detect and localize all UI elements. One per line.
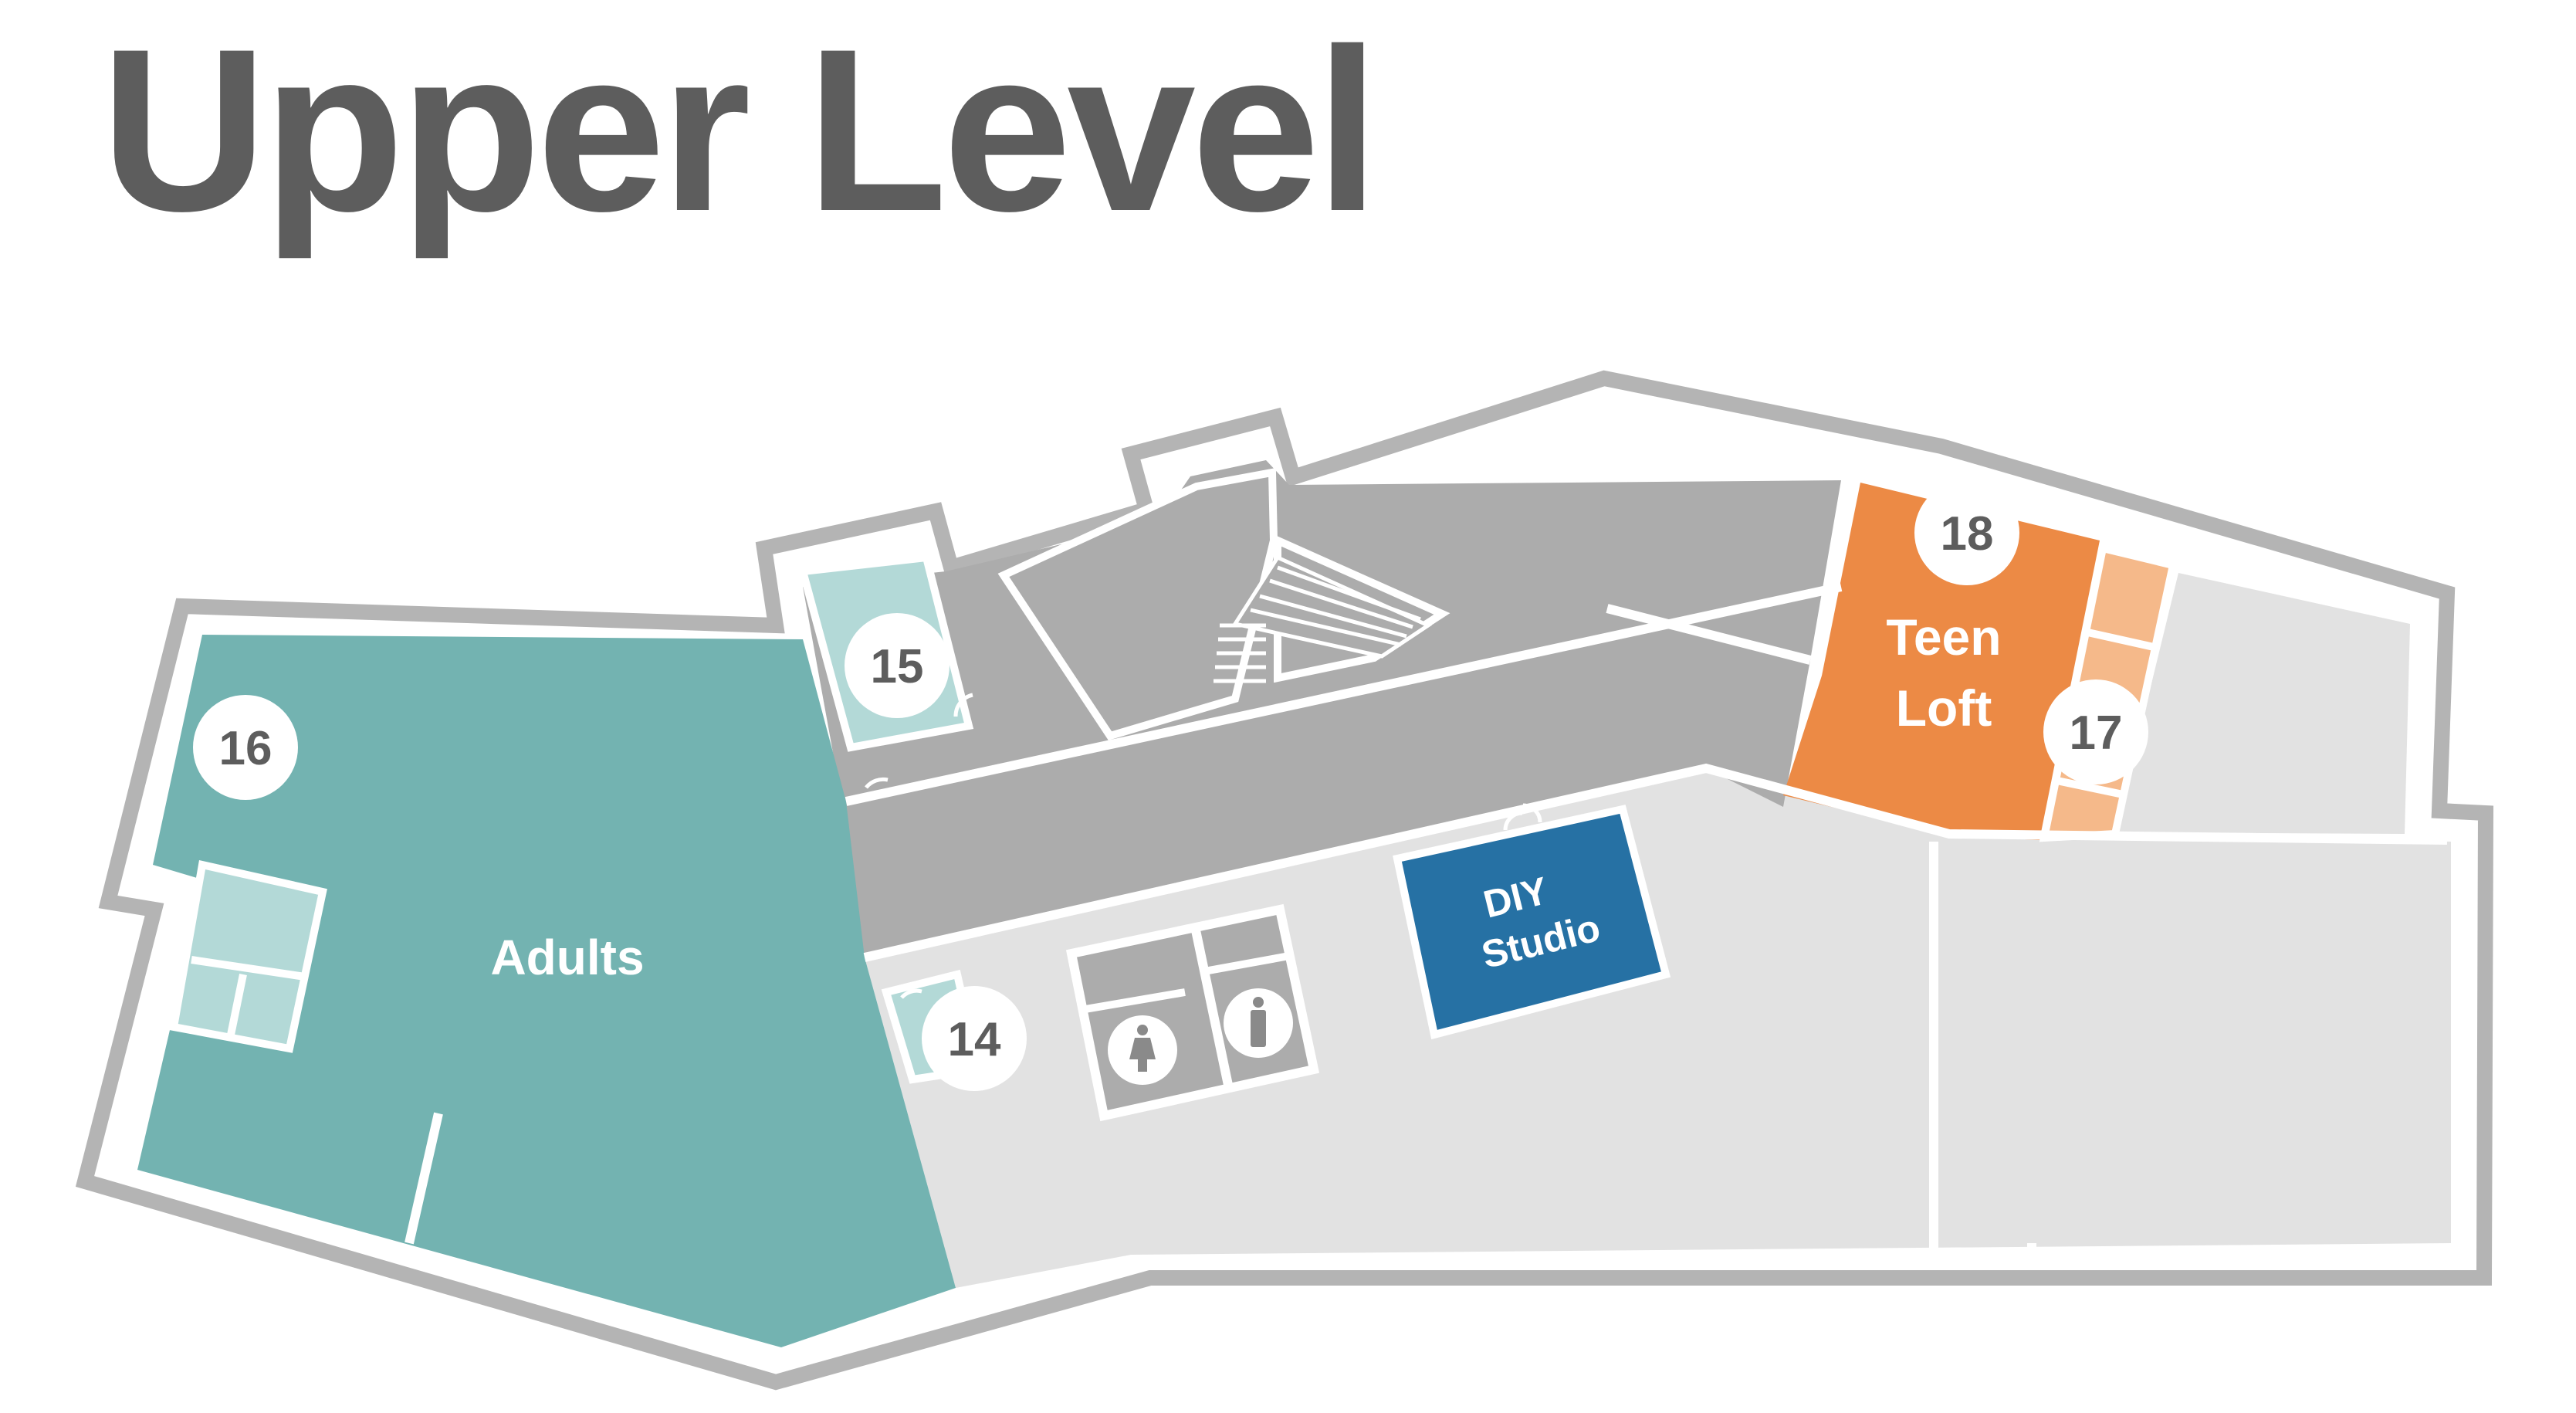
- marker-18[interactable]: 18: [1914, 480, 2019, 585]
- adults-area[interactable]: [137, 635, 956, 1347]
- marker-15[interactable]: 15: [845, 613, 949, 718]
- adults-label: Adults: [490, 930, 644, 985]
- men-restroom-icon: [1224, 988, 1293, 1058]
- northeast-space: [2115, 573, 2410, 834]
- women-restroom-icon: [1108, 1015, 1177, 1085]
- page-title: Upper Level: [100, 0, 1379, 259]
- marker-16[interactable]: 16: [193, 695, 298, 800]
- interior-walls: [845, 582, 2448, 1260]
- marker-17-label: 17: [2070, 706, 2123, 760]
- marker-18-label: 18: [1941, 507, 1994, 561]
- marker-15-label: 15: [871, 640, 924, 693]
- east-general-space: [865, 768, 2451, 1288]
- door-icon: [865, 693, 1542, 999]
- diy-studio-area[interactable]: [1393, 805, 1671, 1040]
- marker-16-label: 16: [219, 722, 272, 775]
- adults-side-rooms: [169, 859, 327, 1053]
- teen-loft-area[interactable]: [1783, 483, 2100, 840]
- stairs-icon: [1214, 554, 1433, 683]
- teen-loft-label-line1: Teen: [1886, 608, 2001, 666]
- marker-14[interactable]: 14: [922, 986, 1027, 1091]
- marker-14-label: 14: [948, 1013, 1001, 1066]
- stair-core: [997, 468, 1278, 740]
- marker-17[interactable]: 17: [2043, 679, 2148, 784]
- teen-loft-label-line2: Loft: [1896, 679, 1992, 737]
